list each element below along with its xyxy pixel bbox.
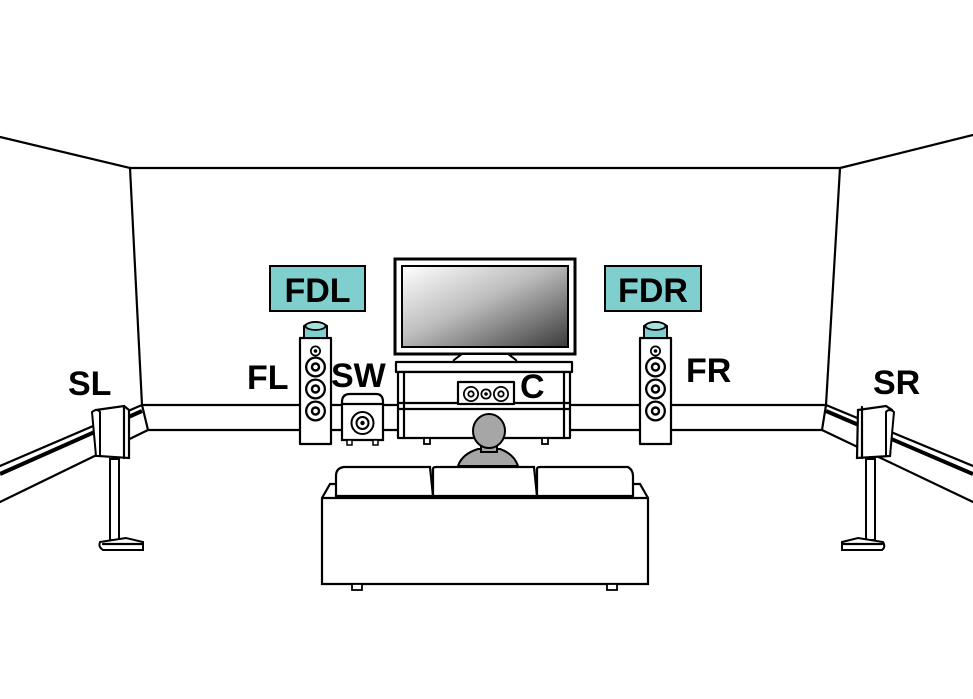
- surround-left-speaker: [90, 404, 145, 551]
- sofa: [320, 465, 650, 591]
- woofer: [305, 356, 326, 378]
- woofer: [305, 400, 326, 422]
- subwoofer: [340, 392, 385, 446]
- woofer: [645, 378, 666, 400]
- woofer: [645, 356, 666, 378]
- c-label: C: [520, 368, 545, 406]
- woofer: [645, 400, 666, 422]
- center-woofer: [463, 386, 479, 402]
- tweeter: [310, 345, 321, 357]
- tweeter: [650, 345, 661, 357]
- fr-label: FR: [686, 352, 731, 390]
- listener-figure: [456, 413, 520, 467]
- front-dolby-right-module: [643, 321, 668, 339]
- fl-label: FL: [247, 359, 289, 397]
- sw-label: SW: [331, 357, 387, 395]
- center-woofer: [493, 386, 509, 402]
- fdl-label-box: FDL: [269, 265, 366, 312]
- sr-label: SR: [873, 364, 920, 402]
- surround-right-speaker: [840, 404, 896, 551]
- fdl-label: FDL: [284, 272, 350, 310]
- center-tweeter: [480, 388, 492, 400]
- fdr-label-box: FDR: [604, 265, 702, 312]
- tv: [393, 257, 577, 366]
- front-left-speaker: [298, 336, 333, 446]
- front-right-speaker: [638, 336, 673, 446]
- front-dolby-left-module: [303, 321, 328, 339]
- sl-label: SL: [68, 365, 111, 403]
- woofer: [305, 378, 326, 400]
- fdr-label: FDR: [618, 272, 688, 310]
- center-speaker: [456, 380, 516, 406]
